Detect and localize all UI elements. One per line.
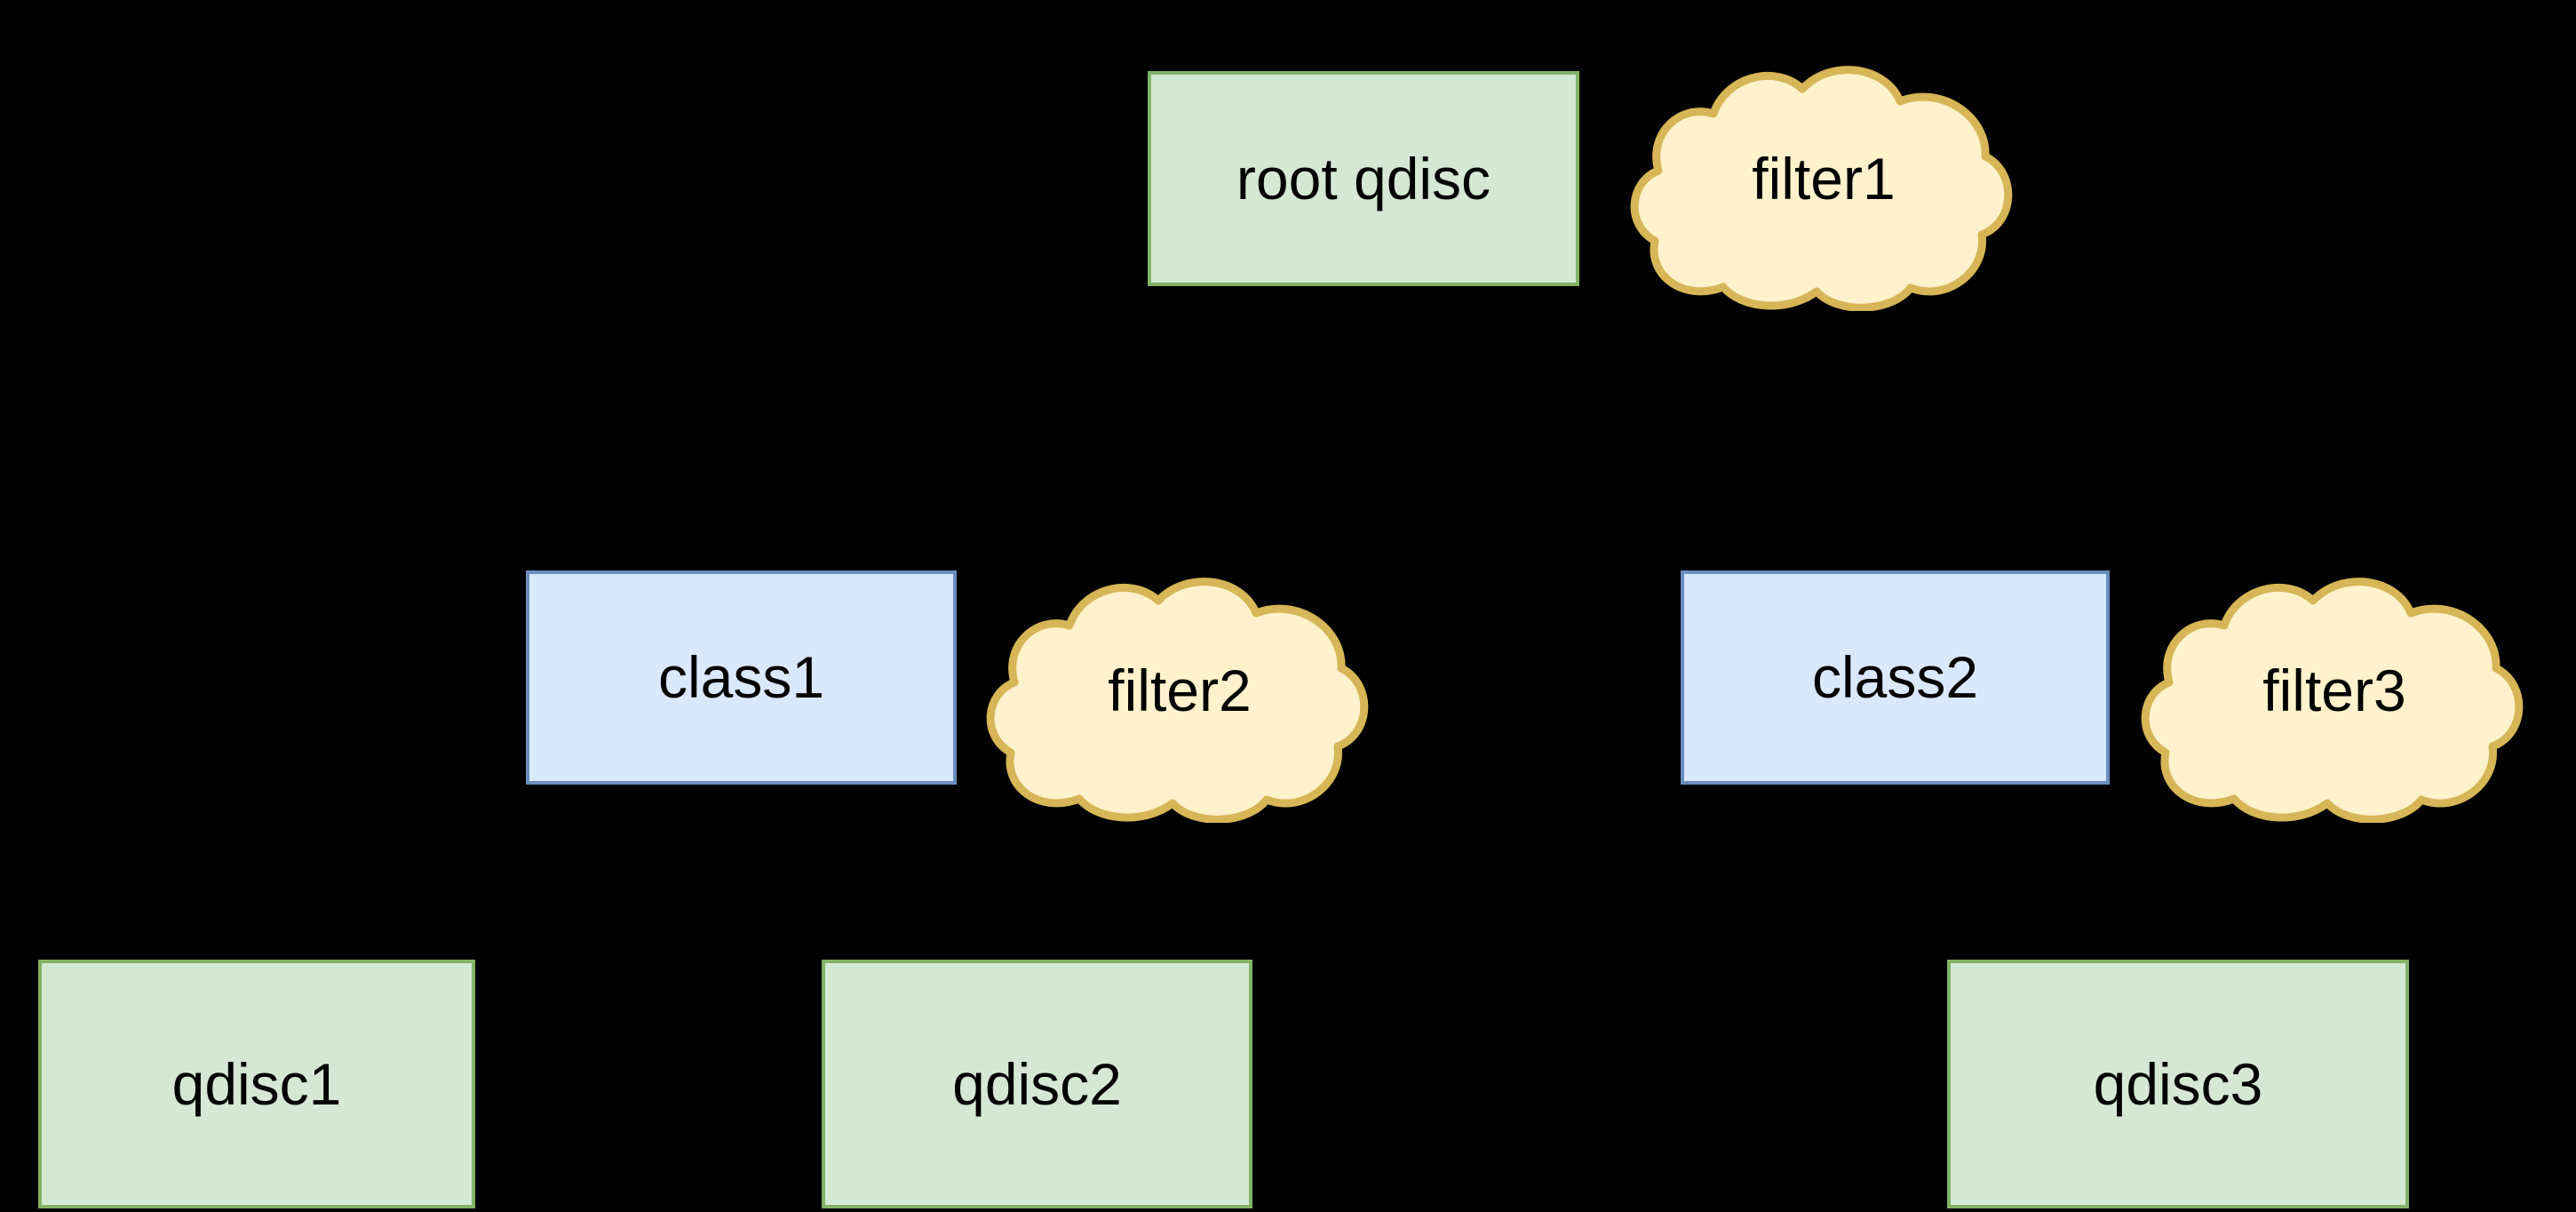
cloud-shape-icon — [2141, 578, 2524, 823]
node-class2-label: class2 — [1811, 644, 1979, 711]
cloud-shape-icon — [1630, 66, 2013, 311]
node-class2[interactable]: class2 — [1681, 570, 2110, 785]
node-root-qdisc-label: root qdisc — [1236, 145, 1491, 211]
node-class1-label: class1 — [657, 644, 825, 711]
node-qdisc2-label: qdisc2 — [952, 1050, 1122, 1117]
node-filter2-label: filter2 — [1108, 658, 1252, 723]
cloud-shape-icon — [986, 578, 1369, 823]
node-qdisc1[interactable]: qdisc1 — [38, 960, 475, 1208]
node-filter1-label: filter1 — [1752, 146, 1896, 211]
edge-root-qdisc-to-class1 — [729, 286, 1335, 577]
node-filter1[interactable]: filter1 — [1628, 46, 2019, 311]
edge-root-qdisc-to-class2 — [1356, 286, 1909, 577]
node-qdisc2[interactable]: qdisc2 — [822, 960, 1252, 1208]
node-qdisc1-label: qdisc1 — [171, 1050, 342, 1117]
node-filter3[interactable]: filter3 — [2139, 558, 2530, 823]
node-qdisc3-label: qdisc3 — [2093, 1050, 2263, 1117]
node-root-qdisc[interactable]: root qdisc — [1148, 71, 1579, 286]
node-filter3-label: filter3 — [2262, 658, 2406, 723]
node-class1[interactable]: class1 — [526, 570, 957, 785]
edge-class1-to-qdisc1 — [244, 785, 727, 966]
node-filter2[interactable]: filter2 — [984, 558, 1375, 823]
node-qdisc3[interactable]: qdisc3 — [1947, 960, 2409, 1208]
